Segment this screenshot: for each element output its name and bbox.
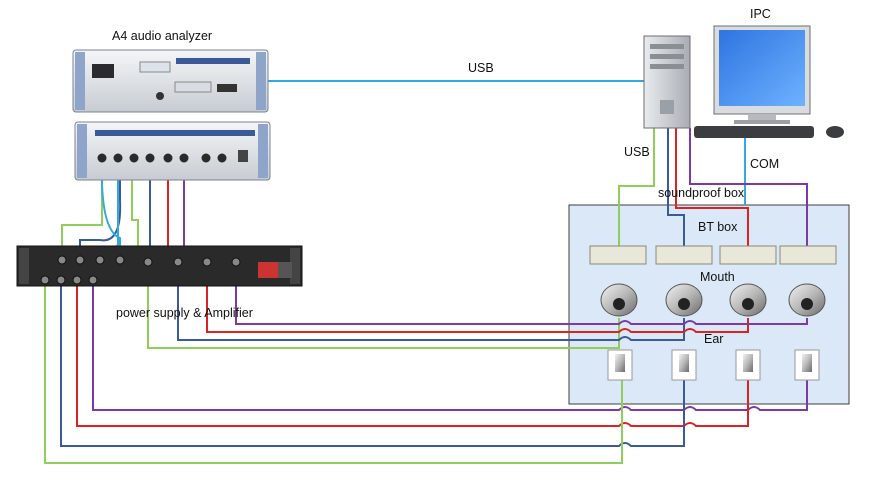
- mouth-cable-purple: [235, 264, 808, 325]
- label-soundproof-box: soundproof box: [658, 186, 745, 200]
- bt-box-icon: [589, 245, 647, 265]
- ear-cable-blue: [60, 282, 685, 447]
- artificial-mouth-icon: [729, 283, 767, 317]
- ears: [607, 349, 820, 381]
- label-usb-top: USB: [468, 61, 494, 75]
- ipc-computer: [643, 25, 844, 138]
- bt-cable-3: [675, 128, 749, 248]
- label-mouth: Mouth: [700, 270, 735, 284]
- artificial-ear-icon: [735, 349, 761, 381]
- label-analyzer: A4 audio analyzer: [112, 29, 212, 43]
- bt-box-icon: [779, 245, 837, 265]
- artificial-mouth-icon: [788, 283, 826, 317]
- amplifier-rack: [16, 245, 303, 287]
- label-usb-side: USB: [624, 145, 650, 159]
- ear-cable-purple: [92, 282, 808, 411]
- mouse-icon: [826, 126, 844, 138]
- bt-cable-4: [689, 128, 808, 248]
- bt-boxes: [589, 245, 837, 265]
- label-ipc: IPC: [750, 7, 771, 21]
- artificial-mouth-icon: [665, 283, 703, 317]
- labels: A4 audio analyzer USB IPC USB COM soundp…: [112, 7, 779, 346]
- bt-cable-1: [618, 128, 655, 248]
- mouths: [600, 283, 826, 317]
- bt-box-icon: [719, 245, 777, 265]
- label-ear: Ear: [704, 332, 723, 346]
- bt-cable-2: [667, 128, 685, 248]
- artificial-ear-icon: [794, 349, 820, 381]
- analyzer-top-unit: [72, 49, 269, 113]
- artificial-ear-icon: [671, 349, 697, 381]
- analyzer-bottom-unit: [74, 121, 271, 181]
- ear-cable-green: [44, 282, 623, 464]
- artificial-mouth-icon: [600, 283, 638, 317]
- mouth-cable-blue: [177, 264, 685, 341]
- keyboard-icon: [694, 126, 814, 138]
- label-bt-box: BT box: [698, 220, 738, 234]
- ear-cable-red: [76, 282, 749, 427]
- pc-tower-icon: [643, 35, 691, 129]
- loop-cable-green2: [131, 160, 139, 258]
- bt-box-icon: [655, 245, 713, 265]
- mouth-cable-red: [206, 264, 749, 333]
- label-com: COM: [750, 157, 779, 171]
- label-power-amp: power supply & Amplifier: [116, 306, 253, 320]
- artificial-ear-icon: [607, 349, 633, 381]
